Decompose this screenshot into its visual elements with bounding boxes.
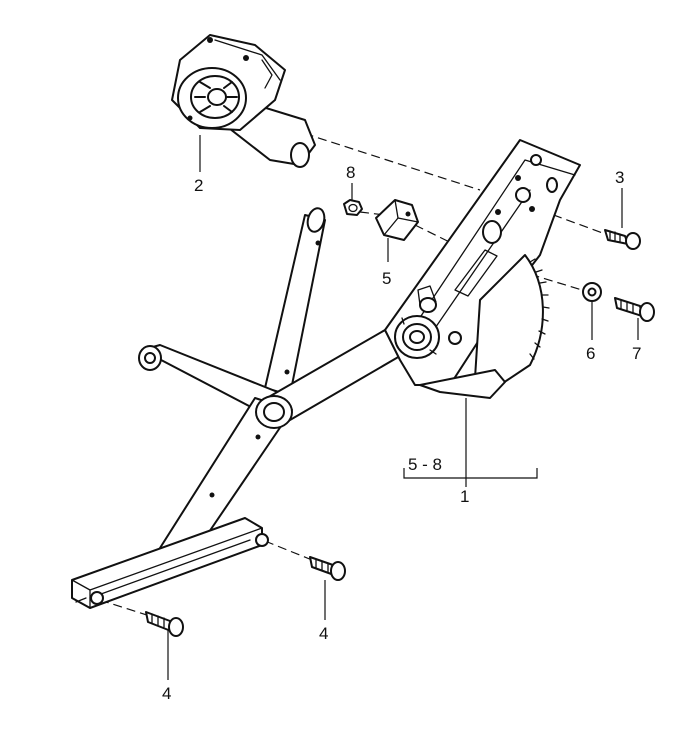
callout-4-right: 4	[319, 624, 328, 643]
callout-7: 7	[632, 344, 641, 363]
callout-5: 5	[382, 269, 391, 288]
callout-labels: 2 8 3 5 6 7 5 - 8 1 4 4	[162, 163, 641, 703]
lower-guide-channel	[71, 517, 269, 609]
nut-part-8	[343, 199, 363, 216]
washer-part-6	[582, 282, 602, 302]
callout-8: 8	[346, 163, 355, 182]
callout-4-left: 4	[162, 684, 171, 703]
regulator-frame	[384, 139, 581, 399]
callout-3: 3	[615, 168, 624, 187]
callout-1: 1	[460, 487, 469, 506]
bolt-part-7	[614, 297, 655, 322]
regulator-arms	[138, 207, 401, 561]
sector-gear	[474, 254, 544, 386]
callout-6: 6	[586, 344, 595, 363]
bolt-part-4-left	[145, 611, 184, 637]
leader-lines	[99, 111, 639, 680]
bolt-part-4-right	[309, 556, 346, 581]
bolt-part-3	[604, 229, 641, 250]
callout-2: 2	[194, 176, 203, 195]
callout-group-5-8: 5 - 8	[408, 455, 442, 474]
window-motor	[171, 34, 316, 168]
spring-drum	[394, 315, 440, 359]
bracket-part-5	[375, 199, 419, 241]
